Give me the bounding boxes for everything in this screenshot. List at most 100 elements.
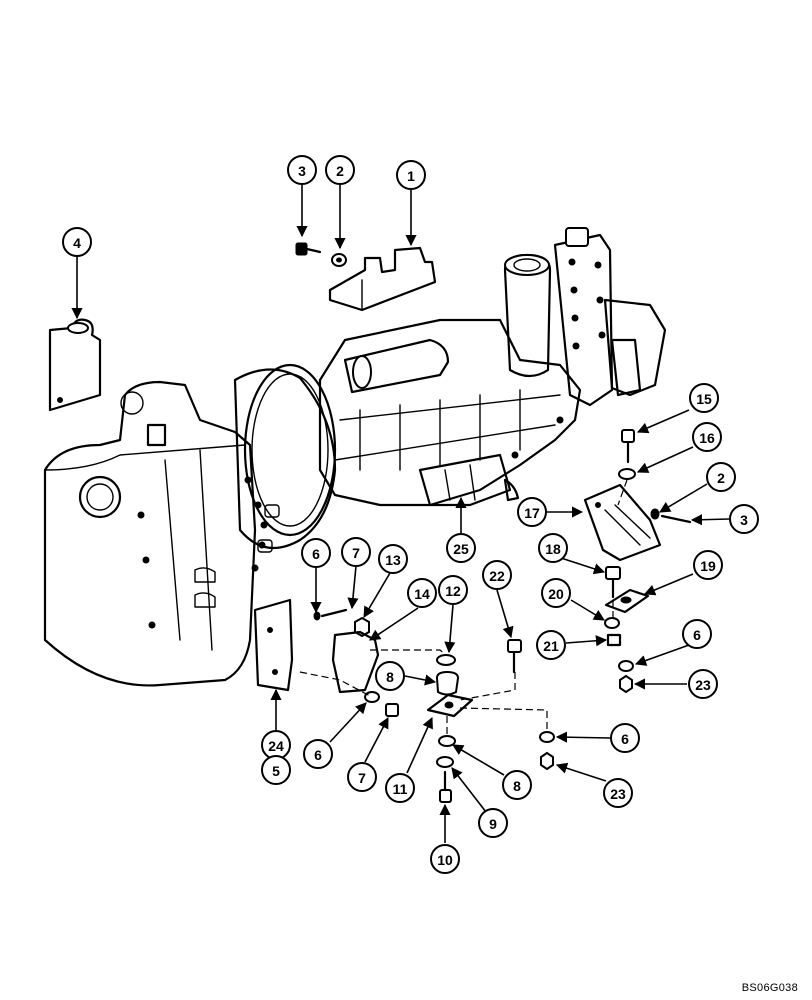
callout-circle bbox=[446, 533, 476, 563]
callout-circle bbox=[706, 462, 736, 492]
callout-label: 6 bbox=[312, 546, 320, 562]
callout-label: 21 bbox=[543, 638, 559, 654]
callout-7: 7 bbox=[341, 537, 371, 567]
callout-2: 2 bbox=[706, 462, 736, 492]
callout-circle bbox=[689, 383, 719, 413]
transmission-housing bbox=[43, 380, 257, 687]
flywheel-housing bbox=[233, 363, 337, 572]
callout-label: 3 bbox=[298, 163, 306, 179]
callout-label: 22 bbox=[489, 568, 505, 584]
callout-circle bbox=[538, 533, 568, 563]
callout-label: 25 bbox=[453, 541, 469, 557]
callout-label: 4 bbox=[73, 235, 81, 251]
part-20-washer bbox=[604, 617, 620, 629]
callout-circle bbox=[729, 504, 759, 534]
part-6-washer-left bbox=[313, 611, 321, 621]
callout-4: 4 bbox=[62, 227, 92, 257]
part-11-plate bbox=[426, 693, 474, 718]
assembly-lines bbox=[299, 479, 628, 736]
callout-circle bbox=[407, 578, 437, 608]
callout-1: 1 bbox=[396, 160, 426, 190]
callout-circle bbox=[347, 762, 377, 792]
callout-circle bbox=[385, 773, 415, 803]
callout-9: 9 bbox=[478, 808, 508, 838]
callout-label: 16 bbox=[699, 430, 715, 446]
part-18-bolt bbox=[605, 566, 621, 599]
part-17-mount-bracket bbox=[583, 483, 662, 562]
callout-label: 15 bbox=[696, 391, 712, 407]
callout-circle bbox=[693, 550, 723, 580]
callout-11: 11 bbox=[385, 773, 415, 803]
callout-label: 13 bbox=[385, 552, 401, 568]
callout-circle bbox=[517, 497, 547, 527]
callout-label: 19 bbox=[700, 558, 716, 574]
callout-label: 8 bbox=[386, 669, 394, 685]
callout-label: 11 bbox=[393, 781, 408, 797]
callout-label: 8 bbox=[513, 778, 521, 794]
callout-circle bbox=[603, 778, 633, 808]
callout-label: 7 bbox=[352, 545, 360, 561]
part-23-nut-lower bbox=[540, 751, 554, 771]
part-21-isolator bbox=[606, 633, 622, 647]
callout-15: 15 bbox=[689, 383, 719, 413]
callout-6: 6 bbox=[301, 538, 331, 568]
part-6-washer-lower-right bbox=[539, 731, 555, 743]
callout-18: 18 bbox=[538, 533, 568, 563]
callout-label: 17 bbox=[524, 505, 540, 521]
callout-22: 22 bbox=[482, 560, 512, 590]
part-2-washer-right bbox=[650, 508, 660, 520]
callout-label: 24 bbox=[268, 738, 284, 754]
callout-circle bbox=[430, 844, 460, 874]
block-bolts bbox=[511, 258, 606, 459]
callout-21: 21 bbox=[536, 630, 566, 660]
callout-23: 23 bbox=[603, 778, 633, 808]
part-4-bracket bbox=[48, 318, 102, 412]
callout-23: 23 bbox=[688, 669, 718, 699]
callout-3: 3 bbox=[729, 504, 759, 534]
callout-leaders bbox=[71, 185, 730, 843]
drawing-id-label: BS06G038 bbox=[741, 982, 798, 994]
callout-label: 14 bbox=[414, 586, 430, 602]
callout-label: 1 bbox=[407, 168, 415, 184]
part-8-isolator-upper bbox=[435, 670, 460, 696]
part-7-bolt-lower bbox=[385, 703, 399, 717]
callout-circle bbox=[610, 723, 640, 753]
callout-circle bbox=[482, 560, 512, 590]
part-3-bolt-top bbox=[295, 242, 322, 256]
part-14-bracket bbox=[331, 630, 380, 694]
part-12-washer bbox=[436, 654, 456, 666]
callout-2: 2 bbox=[325, 155, 355, 185]
callout-label: 20 bbox=[548, 586, 564, 602]
part-10-bolt bbox=[439, 770, 452, 803]
callout-label: 2 bbox=[336, 163, 344, 179]
callout-label: 7 bbox=[358, 770, 366, 786]
part-2-washer-top bbox=[331, 253, 347, 267]
callout-14: 14 bbox=[407, 578, 437, 608]
callout-circle bbox=[541, 578, 571, 608]
callout-label: 10 bbox=[437, 852, 453, 868]
callout-24: 24 bbox=[261, 730, 291, 760]
part-16-washer bbox=[618, 468, 636, 480]
callout-label: 6 bbox=[314, 747, 322, 763]
callout-circle bbox=[502, 770, 532, 800]
part-8-isolator-lower bbox=[438, 735, 456, 747]
callout-circle bbox=[301, 538, 331, 568]
callout-label: 6 bbox=[693, 627, 701, 643]
part-6-washer-right bbox=[618, 660, 634, 672]
callout-6: 6 bbox=[610, 723, 640, 753]
callout-19: 19 bbox=[693, 550, 723, 580]
callout-8: 8 bbox=[502, 770, 532, 800]
part-19-plate bbox=[604, 588, 650, 614]
callout-circle bbox=[375, 661, 405, 691]
callout-8: 8 bbox=[375, 661, 405, 691]
engine-block bbox=[318, 227, 667, 507]
callout-circle bbox=[303, 739, 333, 769]
callout-circle bbox=[287, 155, 317, 185]
callout-20: 20 bbox=[541, 578, 571, 608]
callout-circle bbox=[478, 808, 508, 838]
callout-25: 25 bbox=[446, 533, 476, 563]
callout-circle bbox=[396, 160, 426, 190]
callout-circle bbox=[341, 537, 371, 567]
